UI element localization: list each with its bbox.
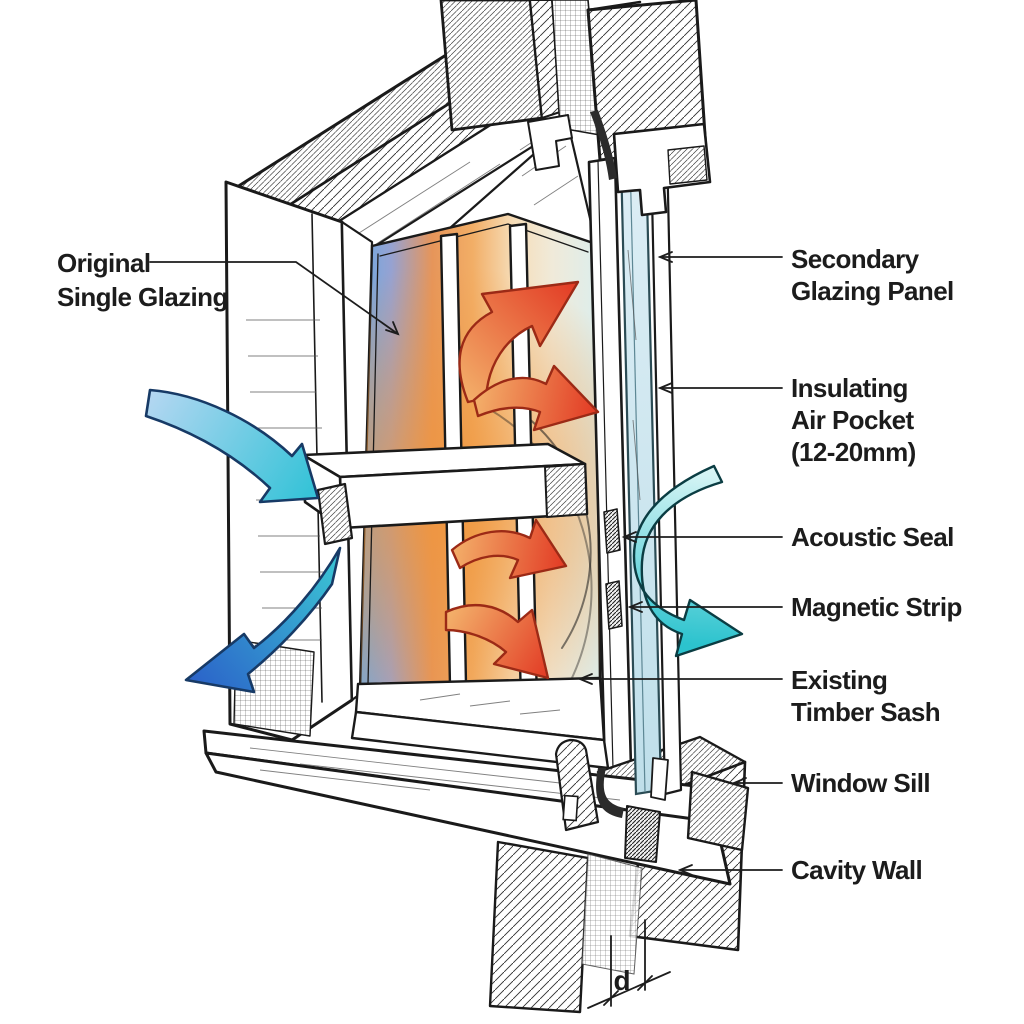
leader-arrowhead-acoustic [621,531,637,543]
panel-foot-block [624,805,661,863]
head-seal-curve [590,110,617,180]
leader-arrowhead-cavity-wall [677,864,693,876]
meeting-rail-end-cap [544,463,588,518]
dimension-ticks [603,975,653,1006]
leader-arrowhead-magnetic [627,601,643,613]
heat-arrow-3 [450,518,568,580]
label-timber-sash-1: Existing [791,665,887,695]
cold-air-arrow-in [144,388,320,504]
acoustic-seal-strip [603,508,621,554]
sill-junction-details [554,738,661,863]
leader-arrowhead-window-sill [731,777,747,789]
label-acoustic-seal: Acoustic Seal [791,522,954,552]
heat-arrow-4 [444,603,550,680]
cavity-fill-mesh [581,853,643,975]
top-channel-hatch [667,145,708,185]
label-timber-sash-2: Timber Sash [791,697,940,727]
label-secondary-panel-2: Glazing Panel [791,276,954,306]
below-sill-masonry [488,770,750,1014]
label-air-pocket-2: Air Pocket [791,405,915,435]
heat-arrows [444,280,600,680]
sound-wave-arrow [632,464,744,658]
leader-original-glazing [149,261,399,335]
leader-lines [149,251,783,876]
label-magnetic-strip: Magnetic Strip [791,592,962,622]
meeting-rail-bracket [316,482,354,546]
top-channel [612,122,712,217]
heat-arrow-2 [472,364,600,432]
annotation-labels: Original Single Glazing Secondary Glazin… [57,244,962,885]
label-original-glazing-1: Original [57,248,150,278]
sill-support-block [686,770,750,852]
channel-lip [650,757,669,801]
leader-arrowhead-secondary [657,251,673,263]
sill-front-face [204,751,732,886]
sash-foot-tab [562,794,579,822]
leader-arrowhead-timber-sash [577,673,593,685]
leader-arrowhead-air-pocket [657,382,673,394]
head-clip [527,114,573,171]
timber-post-left [439,0,544,132]
rail-shading-strokes [419,693,561,715]
pane-reflection-strokes [627,249,641,501]
timber-post-right-top-edge [586,0,642,12]
secondary-glazing-assembly [527,110,712,801]
magnetic-strip-element [605,580,623,630]
cold-air-arrow-out [184,546,342,694]
dimension-line [587,971,671,1009]
label-secondary-panel-1: Secondary [791,244,920,274]
dimension-label: d [613,965,630,996]
inner-wall-pier [488,840,590,1014]
drip-seal-curve [596,768,624,818]
dimension-d: d [587,919,671,1009]
cold-air-arrows [144,388,342,694]
label-original-glazing-2: Single Glazing [57,282,228,312]
sash-bottom-rail [350,676,610,770]
heat-arrow-1 [458,280,580,404]
label-air-pocket-3: (12-20mm) [791,437,916,467]
dimension-extension-lines [610,919,646,1007]
label-window-sill: Window Sill [791,768,930,798]
label-air-pocket-1: Insulating [791,373,908,403]
leader-arrowhead-original [385,321,400,336]
label-cavity-wall: Cavity Wall [791,855,922,885]
